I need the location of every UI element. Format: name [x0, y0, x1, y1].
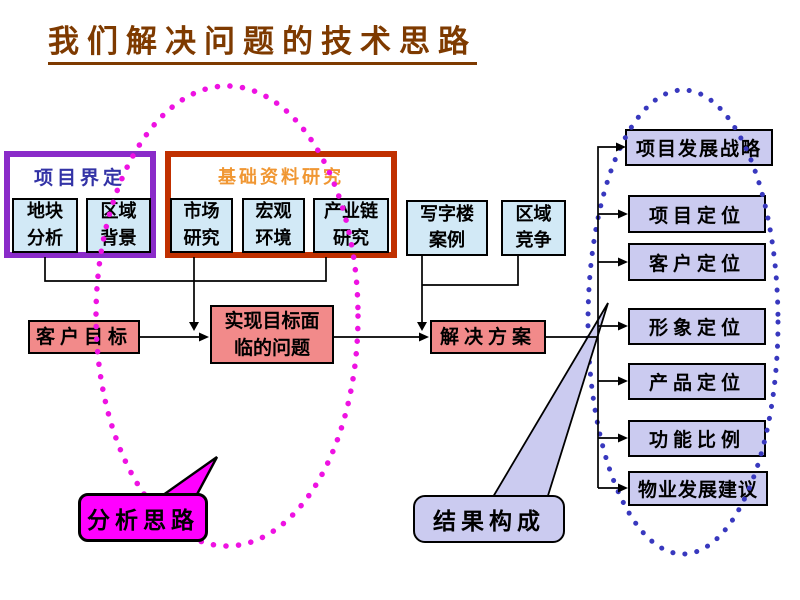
arrowhead-down-solution	[417, 322, 427, 331]
box-solution: 解决方案	[430, 320, 546, 354]
result-box-property-development-advice: 物业发展建议	[628, 471, 768, 506]
arrowhead-result-6	[618, 483, 628, 493]
box-industry-chain-research: 产业链 研究	[313, 198, 389, 253]
result-box-development-strategy: 项目发展战略	[625, 129, 773, 166]
result-box-customer-positioning: 客户定位	[628, 243, 766, 281]
result-box-project-positioning: 项目定位	[628, 195, 766, 233]
result-callout: 结果构成	[413, 495, 565, 543]
box-macro-environment: 宏观 环境	[242, 198, 305, 253]
arrowhead-result-1	[618, 209, 628, 219]
arrowhead-problem-to-solution	[419, 332, 429, 342]
project-definition-label: 项目界定	[33, 167, 126, 189]
slide-title: 我们解决问题的技术思路	[48, 16, 477, 65]
result-box-image-positioning: 形象定位	[628, 308, 766, 345]
box-regional-competition: 区域 竞争	[501, 200, 566, 256]
result-box-function-ratio: 功能比例	[628, 420, 766, 457]
analysis-callout: 分析思路	[78, 493, 208, 542]
arrowhead-result-3	[618, 321, 628, 331]
arrowhead-result-4	[618, 376, 628, 386]
box-market-research: 市场 研究	[170, 198, 233, 253]
basic-research-label: 基础资料研究	[218, 167, 344, 188]
box-client-goal: 客户目标	[28, 320, 140, 354]
arrowhead-down-problem	[189, 322, 199, 331]
arrowhead-result-2	[618, 257, 628, 267]
box-problems-facing-goal: 实现目标面 临的问题	[210, 305, 334, 364]
arrowhead-goal-to-problem	[199, 332, 209, 342]
box-regional-background: 区域 背景	[86, 198, 151, 253]
arrowhead-result-5	[618, 433, 628, 443]
box-office-cases: 写字楼 案例	[406, 200, 488, 256]
box-site-analysis: 地块 分析	[12, 198, 78, 253]
result-box-product-positioning: 产品定位	[628, 363, 766, 400]
